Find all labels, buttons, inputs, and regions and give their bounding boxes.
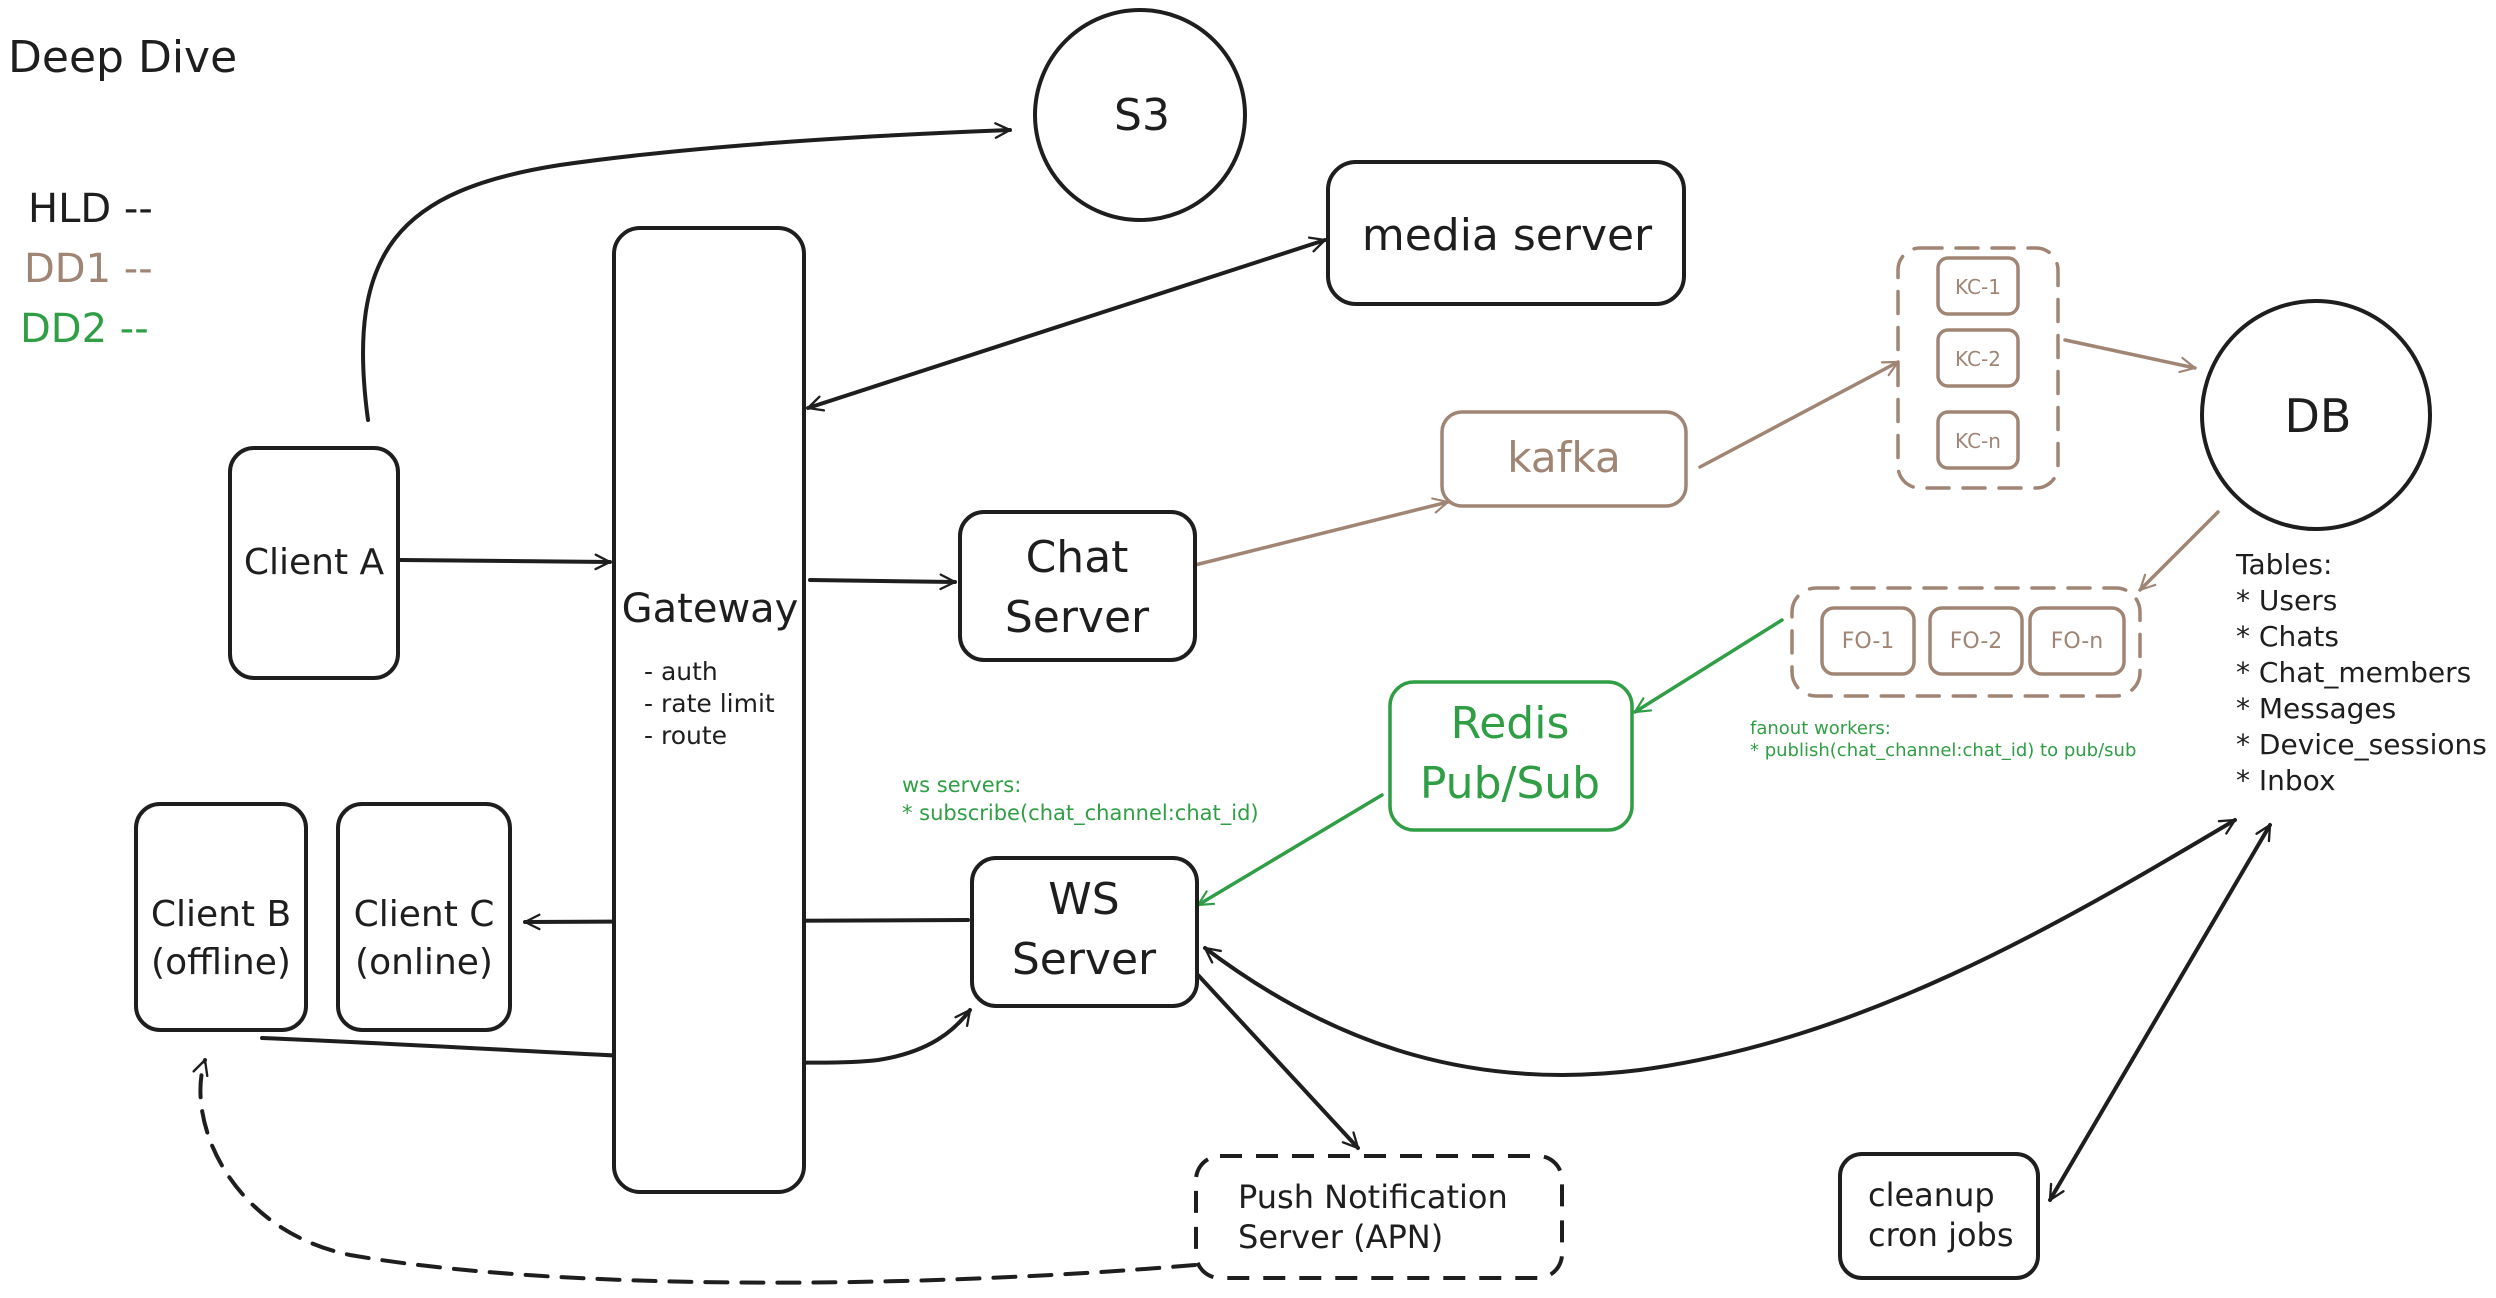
- legend-dd1: DD1 --: [24, 246, 153, 292]
- redis-pubsub-node[interactable]: Redis Pub/Sub: [1388, 680, 1634, 832]
- chat-server-label-line1: Chat: [1026, 532, 1129, 583]
- redis-label-line2: Pub/Sub: [1420, 758, 1600, 809]
- edge-client-a-to-gateway: [398, 553, 612, 571]
- edge-gateway-to-chat-server: [808, 573, 957, 591]
- fanout-note: fanout workers: * publish(chat_channel:c…: [1750, 718, 2136, 761]
- db-table-users: * Users: [2236, 584, 2337, 617]
- legend-dd2: DD2 --: [20, 306, 149, 352]
- push-label-line2: Server (APN): [1238, 1218, 1443, 1256]
- gateway-node[interactable]: Gateway - auth - rate limit - route: [612, 226, 806, 1194]
- edge-consumers-to-db: [2063, 338, 2197, 374]
- db-label: DB: [2285, 389, 2352, 443]
- client-c-label-line1: Client C: [354, 894, 495, 935]
- fanout-workers-group[interactable]: FO-1 FO-2 FO-n: [1790, 586, 2142, 698]
- push-notification-node[interactable]: Push Notification Server (APN): [1194, 1154, 1564, 1280]
- client-b-node[interactable]: Client B (offline): [134, 802, 308, 1032]
- db-table-device-sessions: * Device_sessions: [2236, 728, 2487, 761]
- client-c-label-line2: (online): [355, 942, 493, 983]
- client-a-label: Client A: [244, 542, 385, 583]
- client-b-label-line1: Client B: [151, 894, 291, 935]
- consumer-kc-1-label: KC-1: [1955, 275, 2001, 299]
- ws-note-title: ws servers:: [902, 773, 1021, 797]
- db-table-inbox: * Inbox: [2236, 764, 2336, 797]
- gateway-label: Gateway: [622, 586, 799, 632]
- db-table-chat-members: * Chat_members: [2236, 656, 2471, 689]
- consumer-kc-2-label: KC-2: [1955, 347, 2001, 371]
- fanout-fo-1[interactable]: [1820, 606, 1916, 676]
- kafka-label: kafka: [1507, 433, 1620, 482]
- db-table-messages: * Messages: [2236, 692, 2396, 725]
- db-node[interactable]: DB: [2200, 299, 2432, 531]
- cleanup-cron-node[interactable]: cleanup cron jobs: [1838, 1152, 2040, 1280]
- edge-ws-to-push: [1196, 973, 1360, 1150]
- cleanup-label-line2: cron jobs: [1868, 1216, 2014, 1254]
- cleanup-label-line1: cleanup: [1868, 1176, 1995, 1214]
- ws-server-node[interactable]: WS Server: [970, 856, 1199, 1008]
- db-table-chats: * Chats: [2236, 620, 2339, 653]
- consumer-kc-1[interactable]: [1936, 256, 2020, 316]
- edge-ws-db: [1203, 818, 2237, 1077]
- client-a-node[interactable]: Client A: [228, 446, 400, 680]
- edge-chat-to-kafka: [1193, 497, 1450, 567]
- edge-push-to-client-b: [192, 1058, 1197, 1285]
- gateway-note-rate-limit: - rate limit: [644, 689, 775, 718]
- page-title: Deep Dive: [8, 32, 237, 83]
- media-server-label: media server: [1362, 210, 1653, 261]
- fanout-fo-n[interactable]: [2028, 606, 2126, 676]
- edge-fanout-to-redis: [1633, 618, 1784, 714]
- consumer-kc-n[interactable]: [1936, 410, 2020, 470]
- db-tables-title: Tables:: [2235, 548, 2332, 581]
- ws-note: ws servers: * subscribe(chat_channel:cha…: [902, 773, 1259, 826]
- fanout-fo-n-label: FO-n: [2051, 629, 2103, 654]
- fanout-note-title: fanout workers:: [1750, 718, 1891, 739]
- redis-label-line1: Redis: [1451, 698, 1570, 749]
- ws-note-detail: * subscribe(chat_channel:chat_id): [902, 801, 1259, 826]
- consumer-kc-n-label: KC-n: [1955, 429, 2001, 453]
- s3-label: S3: [1114, 90, 1170, 141]
- s3-node[interactable]: S3: [1033, 8, 1247, 222]
- edge-kafka-to-consumers: [1698, 360, 1900, 469]
- media-server-node[interactable]: media server: [1326, 160, 1686, 306]
- edge-db-cleanup: [2048, 823, 2272, 1202]
- fanout-fo-2-label: FO-2: [1950, 629, 2003, 654]
- edge-redis-to-ws: [1196, 793, 1384, 907]
- fanout-fo-1-label: FO-1: [1842, 629, 1895, 654]
- gateway-note-route: - route: [644, 721, 727, 750]
- edge-client-a-to-s3: [360, 122, 1012, 422]
- kafka-node[interactable]: kafka: [1440, 410, 1688, 508]
- edge-gateway-media-server: [806, 236, 1327, 412]
- fanout-fo-2[interactable]: [1928, 606, 2024, 676]
- client-c-node[interactable]: Client C (online): [336, 802, 512, 1032]
- fanout-note-detail: * publish(chat_channel:chat_id) to pub/s…: [1750, 740, 2136, 761]
- push-label-line1: Push Notification: [1238, 1178, 1508, 1216]
- kafka-consumers-group[interactable]: KC-1 KC-2 KC-n: [1896, 246, 2060, 490]
- client-b-label-line2: (offline): [151, 942, 291, 983]
- legend-hld: HLD --: [28, 186, 153, 232]
- gateway-note-auth: - auth: [644, 657, 718, 686]
- ws-server-label-line1: WS: [1048, 874, 1119, 925]
- chat-server-label-line2: Server: [1005, 592, 1150, 643]
- consumer-kc-2[interactable]: [1936, 328, 2020, 388]
- edge-db-to-fanout: [2138, 510, 2220, 592]
- ws-server-label-line2: Server: [1012, 934, 1157, 985]
- chat-server-node[interactable]: Chat Server: [958, 510, 1197, 662]
- db-tables-list: Tables: * Users * Chats * Chat_members *…: [2235, 548, 2487, 797]
